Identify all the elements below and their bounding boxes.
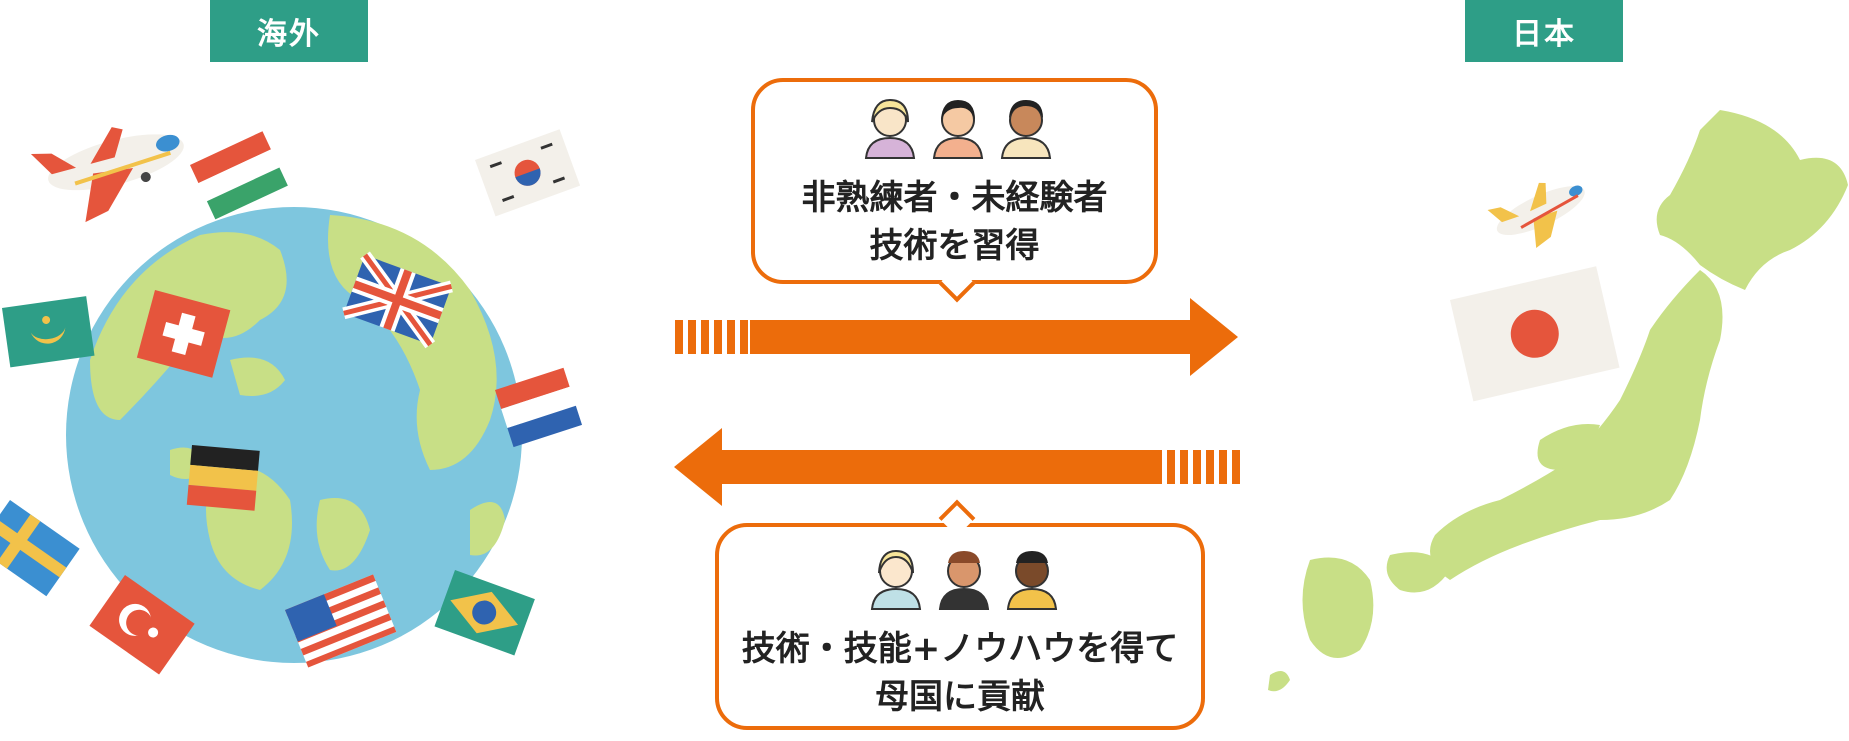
japan-label: 日本	[1465, 0, 1623, 62]
airplane-icon	[30, 127, 184, 223]
flag-icons	[0, 129, 583, 675]
returnee-bubble: 技術・技能+ノウハウを得て 母国に貢献	[715, 523, 1205, 730]
bubble-top-line2: 技術を習得	[869, 226, 1040, 266]
bubble-bottom-line1: 技術・技能+ノウハウを得て	[741, 629, 1179, 669]
trainee-bubble: 非熟練者・未経験者 技術を習得	[751, 78, 1158, 284]
japan-flag-icon	[1450, 266, 1620, 402]
airplane-icon	[1487, 182, 1585, 249]
bubble-bottom-line2: 母国に貢献	[875, 677, 1045, 717]
japan-map-icon	[1268, 110, 1848, 692]
arrow-right	[675, 298, 1238, 376]
bubble-top-line1: 非熟練者・未経験者	[801, 178, 1108, 218]
people-icon	[864, 98, 1052, 159]
overseas-label: 海外	[210, 0, 368, 62]
people-icon	[870, 549, 1058, 610]
arrow-left	[674, 428, 1240, 506]
